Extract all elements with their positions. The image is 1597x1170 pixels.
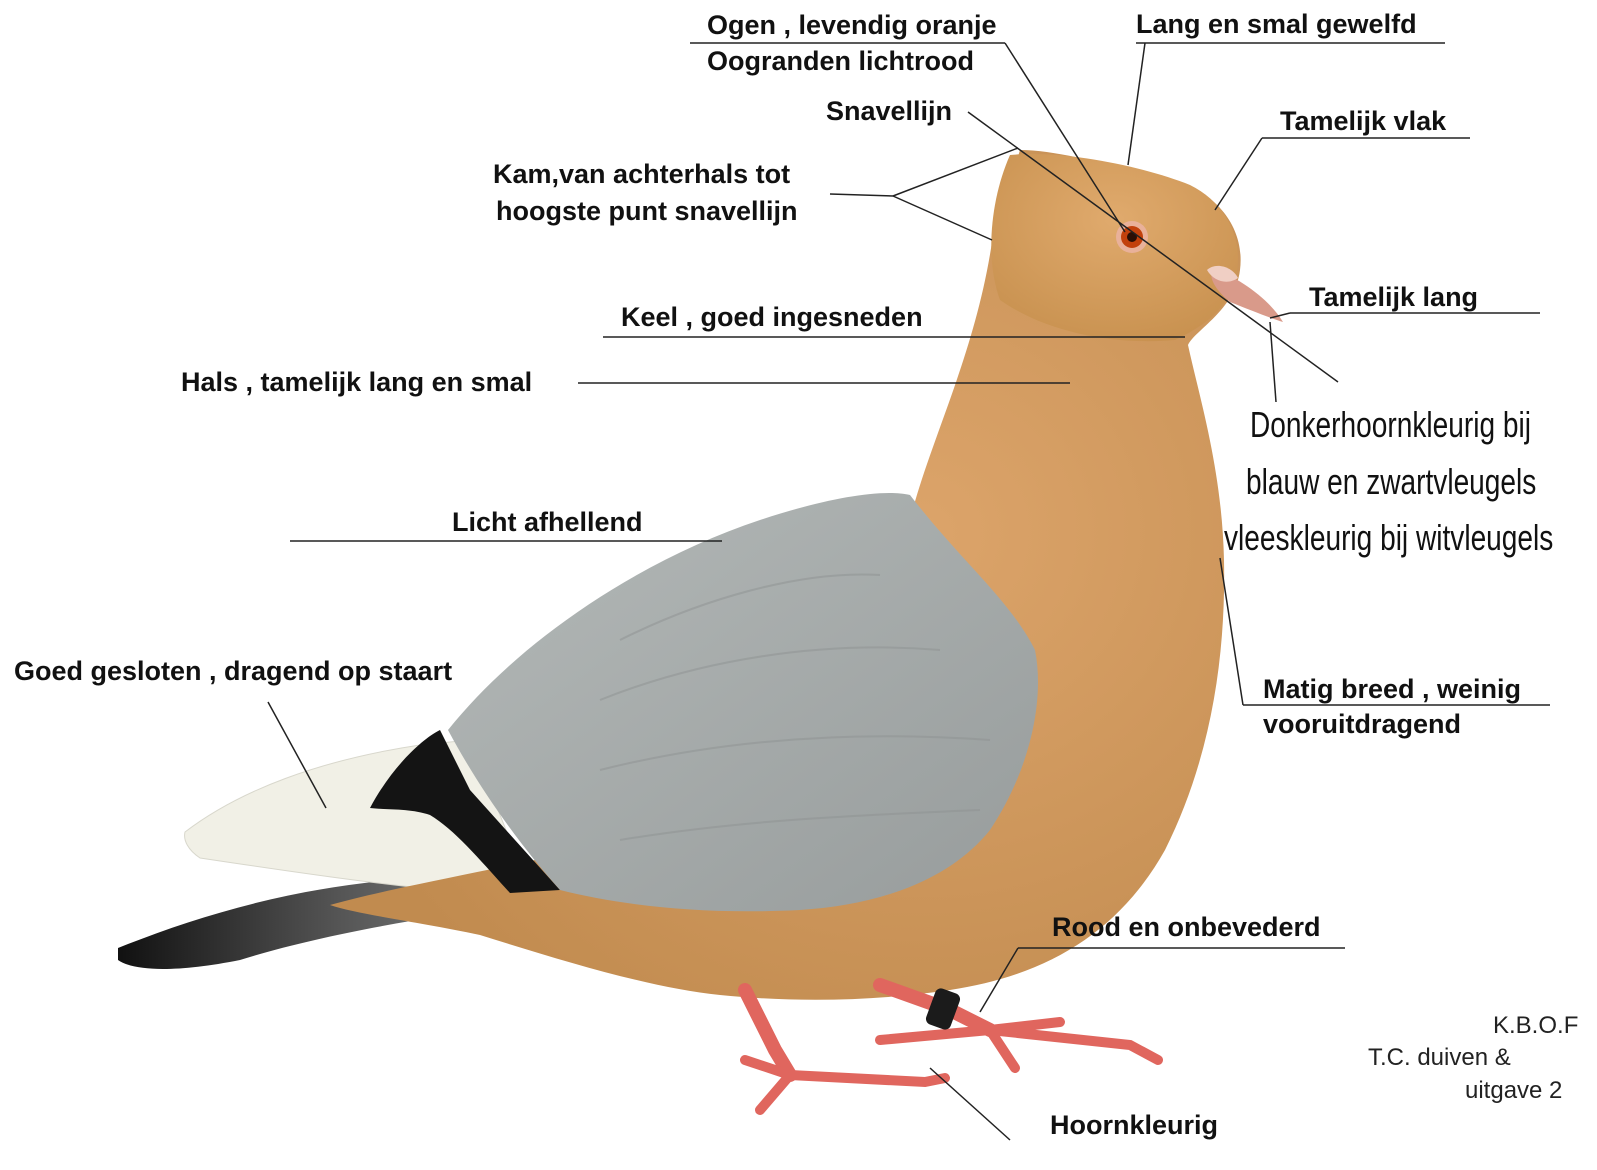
label-crest-2: hoogste punt snavellijn <box>496 194 798 229</box>
credit-block: K.B.O.F T.C. duiven & uitgave 2 <box>1493 1010 1578 1107</box>
label-eyes: Ogen , levendig oranje <box>707 8 997 43</box>
credit-line-2: T.C. duiven & <box>1368 1042 1578 1074</box>
label-back: Licht afhellend <box>452 505 643 540</box>
leg-ring <box>924 987 961 1032</box>
label-chest-2: vooruitdragend <box>1263 707 1461 742</box>
credit-line-3: uitgave 2 <box>1465 1075 1578 1107</box>
label-chest-1: Matig breed , weinig <box>1263 672 1521 707</box>
label-beak-line: Snavellijn <box>826 94 952 129</box>
label-legs: Rood en onbevederd <box>1052 910 1321 945</box>
pigeon-wing <box>448 493 1038 911</box>
pigeon-foot-front <box>880 1022 1158 1068</box>
pigeon-foot-back <box>745 1060 945 1110</box>
label-crest-1: Kam,van achterhals tot <box>493 157 790 192</box>
label-throat: Keel , goed ingesneden <box>621 300 923 335</box>
label-eye-rims: Oogranden lichtrood <box>707 44 974 79</box>
label-skull-long: Lang en smal gewelfd <box>1136 7 1417 42</box>
label-beak-color-3: vleeskleurig bij witvleugels <box>1224 511 1553 565</box>
label-neck: Hals , tamelijk lang en smal <box>181 365 532 400</box>
label-nails: Hoornkleurig <box>1050 1108 1218 1143</box>
credit-line-1: K.B.O.F <box>1493 1010 1578 1042</box>
pigeon-head <box>991 154 1238 341</box>
label-beak-color-1: Donkerhoornkleurig bij <box>1250 398 1531 452</box>
label-beak-color-2: blauw en zwartvleugels <box>1246 455 1536 509</box>
label-forehead-flat: Tamelijk vlak <box>1280 104 1446 139</box>
label-wings: Goed gesloten , dragend op staart <box>14 654 452 689</box>
label-beak-length: Tamelijk lang <box>1309 280 1478 315</box>
